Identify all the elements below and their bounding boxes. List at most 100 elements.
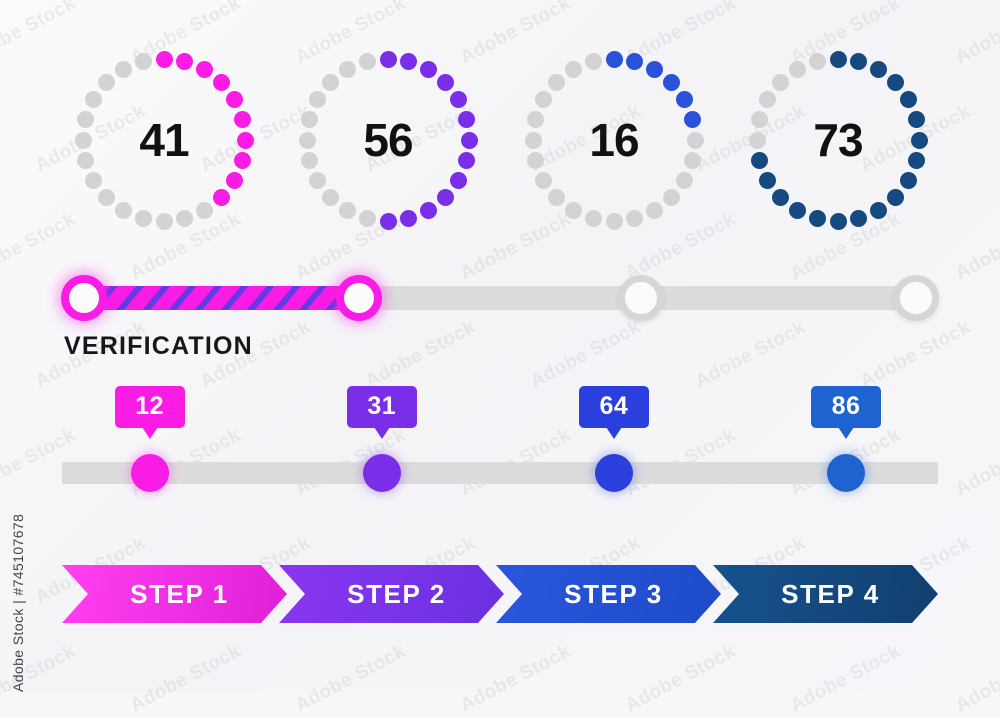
donut-dot-empty [683,152,701,170]
donut-dot-empty [358,53,376,71]
donut-dot-empty [309,172,327,189]
donut-dot-filled [457,152,475,170]
donut-dot-filled [907,110,925,128]
donut-dot-empty [748,131,766,149]
marker-64[interactable]: 64 [564,386,664,501]
donut-dot-empty [584,209,602,227]
donut-value: 56 [363,114,413,166]
donut-dot-filled [789,201,806,219]
donut-dot-empty [77,110,95,128]
donut-value: 16 [589,114,639,166]
donut-gauge-row: 41 56 16 73 [0,40,1000,245]
donut-dot-empty [309,91,327,108]
marker-31[interactable]: 31 [332,386,432,501]
donut-dot-filled [910,131,928,149]
donut-ring [514,40,714,240]
donut-dot-empty [176,209,194,227]
donut-dot-empty [626,209,644,227]
donut-dot-empty [565,61,582,79]
watermark-tile: Adobe Stock [691,316,810,393]
donut-dot-empty [339,61,356,79]
donut-dot-empty [98,188,116,206]
marker-value-label: 12 [135,392,164,420]
marker-handle[interactable] [130,454,169,492]
donut-dot-empty [74,131,92,149]
step-4[interactable]: STEP 4 [713,565,938,623]
marker-handle[interactable] [827,454,866,492]
donut-dot-empty [675,172,693,189]
marker-value-bubble: 64 [578,386,649,439]
step-1[interactable]: STEP 1 [62,565,287,623]
marker-value-bubble: 86 [811,386,882,439]
step-2[interactable]: STEP 2 [279,565,504,623]
watermark-tile: Adobe Stock [291,640,410,717]
donut-dot-filled [420,201,437,219]
donut-dot-filled [605,50,623,68]
progress-track-label: VERIFICATION [64,332,253,360]
donut-dot-empty [565,201,582,219]
donut-dot-empty [535,91,553,108]
donut-dot-filled [212,188,230,206]
donut-navy: 73 [738,40,938,240]
step-3[interactable]: STEP 3 [496,565,721,623]
donut-dot-filled [751,152,769,170]
donut-pink: 41 [64,40,264,240]
donut-dot-empty [358,209,376,227]
marker-86[interactable]: 86 [796,386,896,501]
donut-dot-empty [155,212,173,230]
donut-dot-filled [886,188,904,206]
watermark-tile: Adobe Stock [526,316,645,393]
watermark-tile: Adobe Stock [786,640,905,717]
donut-dot-filled [420,61,437,79]
donut-dot-filled [233,152,251,170]
donut-dot-empty [196,201,213,219]
donut-dot-filled [400,53,418,71]
donut-dot-empty [322,188,340,206]
donut-dot-filled [379,212,397,230]
donut-purple: 56 [288,40,488,240]
watermark-tile: Adobe Stock [856,316,975,393]
marker-handle[interactable] [594,454,633,492]
watermark-tile: Adobe Stock [456,640,575,717]
donut-dot-filled [449,172,467,189]
donut-dot-empty [85,91,103,108]
progress-knob-3[interactable] [618,275,665,321]
donut-dot-empty [548,188,566,206]
watermark-id-text: Adobe Stock | #745107678 [10,513,26,692]
step-label: STEP 4 [781,578,880,609]
donut-dot-filled [772,188,790,206]
donut-ring [738,40,938,240]
donut-dot-filled [626,53,644,71]
donut-value: 73 [813,114,863,166]
donut-dot-empty [301,152,319,170]
donut-dot-filled [808,209,826,227]
marker-12[interactable]: 12 [100,386,200,501]
donut-dot-filled [155,50,173,68]
donut-dot-filled [436,188,454,206]
donut-dot-empty [134,53,152,71]
donut-dot-filled [683,110,701,128]
marker-slider-row[interactable]: 12 31 64 86 [0,386,1000,501]
donut-dot-empty [115,61,132,79]
donut-dot-filled [236,131,254,149]
donut-dot-filled [870,61,887,79]
donut-ring [64,40,264,240]
donut-dot-empty [301,110,319,128]
progress-knob-1[interactable] [61,275,107,321]
donut-dot-empty [98,74,116,92]
progress-knob-4[interactable] [893,275,939,321]
progress-track-row[interactable] [61,275,939,321]
donut-dot-filled [907,152,925,170]
donut-dot-empty [548,74,566,92]
progress-knob-2[interactable] [335,275,382,321]
donut-dot-filled [899,172,917,189]
donut-dot-filled [850,53,868,71]
marker-value-label: 86 [831,392,861,420]
marker-value-bubble: 12 [114,386,185,439]
donut-dot-filled [212,74,230,92]
marker-handle[interactable] [362,454,401,492]
donut-dot-filled [225,172,243,189]
donut-dot-filled [400,209,418,227]
